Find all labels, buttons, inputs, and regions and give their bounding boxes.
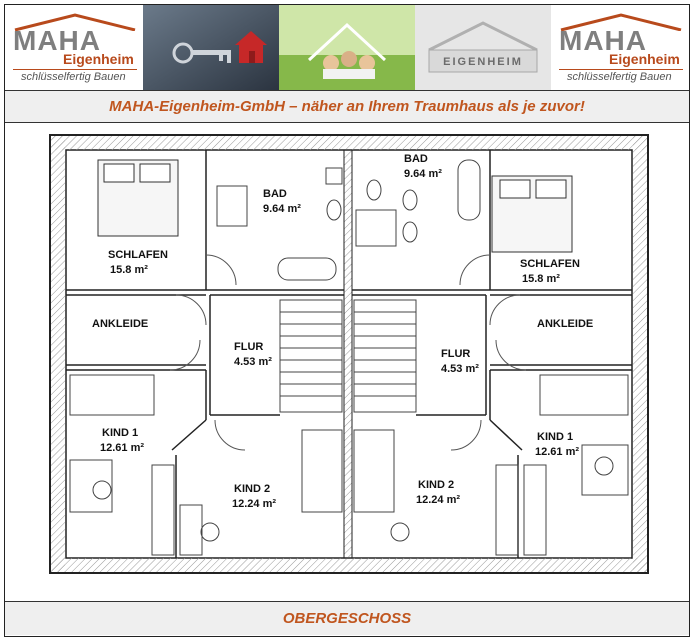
logo-brand: MAHA [559,25,647,56]
outer-walls [49,134,649,574]
room-area: 9.64 m² [404,168,442,180]
logo-sub: Eigenheim [63,51,134,67]
logo-left: MAHA Eigenheim schlüsselfertig Bauen [5,5,143,90]
family-lawn-photo [279,5,415,90]
furniture [69,374,629,556]
room-name: ANKLEIDE [92,318,148,330]
floor-title: OBERGESCHOSS [282,610,412,627]
keys-house-photo [143,5,279,90]
room-name: KIND 2 [234,483,270,495]
beds [97,159,573,253]
header: MAHA Eigenheim schlüsselfertig Bauen [5,5,689,90]
room-area: 12.24 m² [232,498,276,510]
logo-divider [559,69,683,70]
bath-fixtures [216,159,481,281]
floor-title-bar: OBERGESCHOSS [5,601,689,635]
logo-divider [13,69,137,70]
page-frame [4,4,690,637]
roof-icon [14,13,136,31]
logo-sub: Eigenheim [609,51,680,67]
room-name: KIND 1 [102,427,138,439]
room-name: SCHLAFEN [108,249,168,261]
room-name: FLUR [234,341,263,353]
room-name: ANKLEIDE [537,318,593,330]
room-name: SCHLAFEN [520,258,580,270]
room-area: 12.61 m² [100,442,144,454]
eigenheim-sign-photo: EIGENHEIM [415,5,551,90]
logo-right: MAHA Eigenheim schlüsselfertig Bauen [551,5,689,90]
roof-icon [560,13,682,31]
room-area: 4.53 m² [441,363,479,375]
stairs [279,299,417,413]
doors [169,254,527,451]
slogan-text: MAHA-Eigenheim-GmbH – näher an Ihrem Tra… [109,98,585,115]
room-name: BAD [404,153,428,165]
room-area: 12.61 m² [535,446,579,458]
room-area: 4.53 m² [234,356,272,368]
room-area: 15.8 m² [522,273,560,285]
room-area: 9.64 m² [263,203,301,215]
room-name: KIND 1 [537,431,573,443]
logo-brand: MAHA [13,25,101,56]
room-name: KIND 2 [418,479,454,491]
room-area: 15.8 m² [110,264,148,276]
logo-tagline: schlüsselfertig Bauen [567,71,672,83]
room-labels: BAD 9.64 m² BAD 9.64 m² SCHLAFEN 15.8 m²… [92,153,593,510]
slogan-banner: MAHA-Eigenheim-GmbH – näher an Ihrem Tra… [5,90,689,123]
party-wall [343,149,353,559]
sign-text: EIGENHEIM [443,56,523,68]
logo-tagline: schlüsselfertig Bauen [21,71,126,83]
room-name: BAD [263,188,287,200]
room-area: 12.24 m² [416,494,460,506]
interior-walls-left [66,150,344,558]
room-name: FLUR [441,348,470,360]
